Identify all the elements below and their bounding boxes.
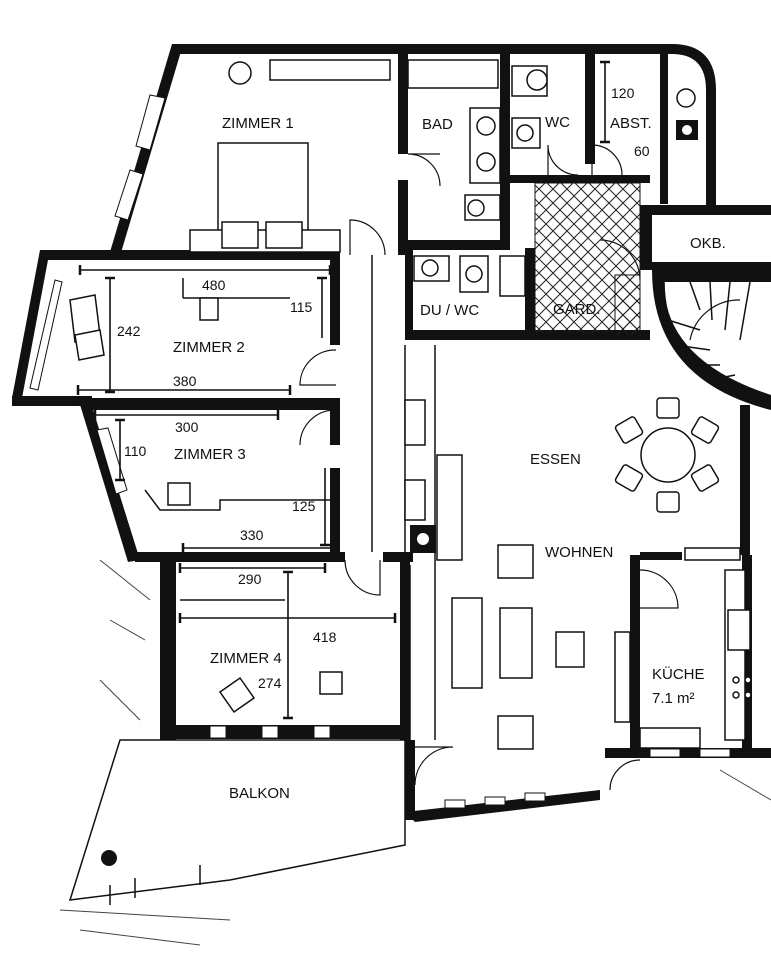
- label-bad: BAD: [422, 116, 453, 133]
- dim-z3-bottom: 330: [240, 527, 264, 543]
- dim-abst-width: 120: [611, 85, 635, 101]
- label-kueche-area: 7.1 m²: [652, 690, 695, 707]
- label-zimmer2: ZIMMER 2: [173, 339, 245, 356]
- balcony-outline: [59, 559, 771, 946]
- dim-z4-top: 290: [238, 571, 262, 587]
- corridor-lines: [371, 255, 463, 740]
- furniture: [69, 61, 752, 866]
- label-wohnen: WOHNEN: [545, 544, 613, 561]
- label-okb: OKB.: [690, 235, 726, 252]
- dim-z2-left: 242: [117, 323, 141, 339]
- dim-z2-top: 480: [202, 277, 226, 293]
- dim-z4-height: 274: [258, 675, 282, 691]
- dim-z4-width: 418: [313, 629, 337, 645]
- label-zimmer1: ZIMMER 1: [222, 115, 294, 132]
- label-essen: ESSEN: [530, 451, 581, 468]
- label-kueche: KÜCHE: [652, 665, 705, 683]
- room-labels: ZIMMER 1 BAD WC ABST. OKB. ZIMMER 2 DU /…: [173, 114, 726, 802]
- label-zimmer3: ZIMMER 3: [174, 446, 246, 463]
- label-wc: WC: [545, 114, 570, 131]
- dimension-labels: 120 60 480 115 242 380 300 110 125 330 2…: [117, 85, 650, 691]
- interior-walls: [85, 54, 682, 755]
- dim-z2-bottom: 380: [173, 373, 197, 389]
- label-du-wc: DU / WC: [420, 302, 479, 319]
- label-balkon: BALKON: [229, 785, 290, 802]
- dim-z3-top: 300: [175, 419, 199, 435]
- dimension-lines: [76, 60, 610, 720]
- outer-walls: [12, 44, 771, 822]
- label-abst: ABST.: [610, 115, 652, 132]
- dim-z3-left: 110: [124, 443, 147, 459]
- dim-z3-right: 125: [292, 498, 316, 514]
- dim-z2-right: 115: [290, 299, 313, 315]
- staircase: [652, 88, 771, 410]
- garderobe-closet: [614, 274, 641, 336]
- label-gard: GARD.: [553, 301, 601, 318]
- windows: [29, 59, 731, 809]
- label-zimmer4: ZIMMER 4: [210, 650, 282, 667]
- dim-abst-height: 60: [634, 143, 650, 159]
